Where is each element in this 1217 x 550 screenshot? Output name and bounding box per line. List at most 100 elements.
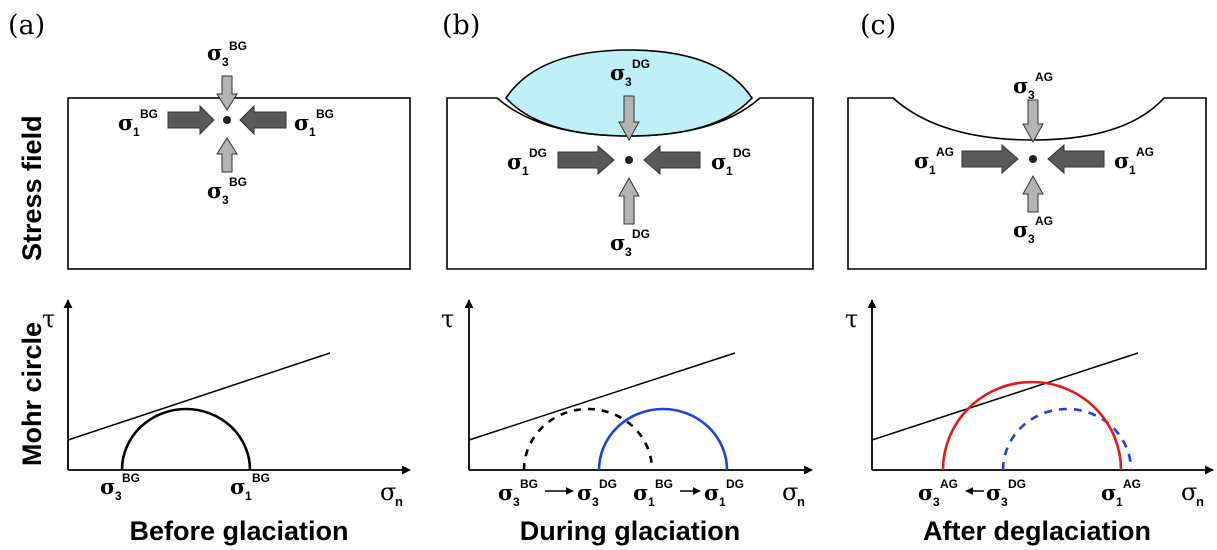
tau-label-a: τ bbox=[42, 305, 55, 333]
svg-text:σ: σ bbox=[704, 480, 719, 505]
svg-text:1: 1 bbox=[1129, 163, 1136, 177]
svg-text:σ: σ bbox=[986, 480, 1001, 505]
sigma-n-label-b: σ n bbox=[782, 478, 805, 509]
svg-text:DG: DG bbox=[632, 57, 650, 71]
svg-text:3: 3 bbox=[222, 193, 229, 207]
label-sigma1-right-c: σ 1 AG bbox=[1114, 145, 1154, 177]
failure-envelope-b bbox=[468, 352, 736, 441]
svg-text:BG: BG bbox=[520, 477, 538, 491]
mohr-plot-a: τ σ n σ 3 BG σ 1 BG bbox=[42, 299, 411, 509]
sigma1-arrow-right-c bbox=[1047, 143, 1105, 175]
sigma3-arrow-bottom-a bbox=[216, 137, 238, 173]
svg-text:1: 1 bbox=[1116, 495, 1123, 509]
svg-text:3: 3 bbox=[1028, 232, 1035, 246]
svg-text:σ: σ bbox=[118, 110, 133, 135]
svg-text:DG: DG bbox=[1008, 477, 1026, 491]
svg-text:BG: BG bbox=[229, 39, 247, 53]
row-label-stress-field: Stress field bbox=[17, 115, 47, 261]
svg-text:3: 3 bbox=[115, 489, 122, 503]
tau-label-b: τ bbox=[441, 305, 454, 333]
label-sigma3-ag-mohr-c: σ 3 AG bbox=[918, 477, 958, 509]
svg-text:AG: AG bbox=[940, 477, 958, 491]
sigma3-arrow-top-c bbox=[1022, 99, 1044, 144]
label-sigma1-left-c: σ 1 AG bbox=[914, 145, 954, 177]
svg-text:σ: σ bbox=[1181, 478, 1197, 506]
svg-text:σ: σ bbox=[918, 480, 933, 505]
label-sigma3-dg-mohr-c: σ 3 DG bbox=[986, 477, 1026, 509]
svg-text:σ: σ bbox=[207, 178, 222, 203]
panel-letter-a: (a) bbox=[8, 10, 45, 41]
svg-text:σ: σ bbox=[1101, 480, 1116, 505]
label-sigma3-top-a: σ 3 BG bbox=[207, 39, 247, 69]
label-sigma1-right-a: σ 1 BG bbox=[294, 107, 334, 139]
svg-text:σ: σ bbox=[498, 480, 513, 505]
label-sigma1-left-b: σ 1 DG bbox=[507, 146, 547, 178]
svg-text:3: 3 bbox=[513, 495, 520, 509]
svg-text:1: 1 bbox=[245, 489, 252, 503]
sigma3-arrow-bottom-b bbox=[618, 176, 640, 225]
svg-text:n: n bbox=[395, 494, 403, 509]
label-sigma3-top-c: σ 3 AG bbox=[1013, 70, 1053, 102]
ice-sheet bbox=[504, 49, 754, 137]
label-sigma1-ag-mohr-c: σ 1 AG bbox=[1101, 477, 1141, 509]
svg-text:σ: σ bbox=[207, 40, 222, 65]
label-sigma1-right-b: σ 1 DG bbox=[711, 146, 751, 178]
stress-point-c bbox=[1029, 155, 1037, 163]
svg-text:AG: AG bbox=[1035, 214, 1053, 228]
tau-label-c: τ bbox=[845, 305, 858, 333]
svg-text:1: 1 bbox=[929, 163, 936, 177]
svg-text:σ: σ bbox=[1013, 217, 1028, 242]
sigma1-arrow-left-b bbox=[557, 144, 615, 176]
svg-text:σ: σ bbox=[230, 474, 245, 499]
failure-envelope-c bbox=[871, 352, 1139, 441]
svg-text:σ: σ bbox=[294, 110, 309, 135]
crust-block-a bbox=[67, 97, 411, 270]
mohr-circle-before bbox=[120, 407, 252, 471]
stress-field-b: σ 3 DG σ 1 DG σ 1 DG σ 3 DG bbox=[446, 49, 814, 270]
svg-text:DG: DG bbox=[632, 227, 650, 241]
label-sigma3-top-b: σ 3 DG bbox=[610, 57, 650, 89]
svg-text:1: 1 bbox=[726, 164, 733, 178]
svg-text:σ: σ bbox=[577, 480, 592, 505]
label-sigma1-left-a: σ 1 BG bbox=[118, 107, 158, 139]
svg-text:3: 3 bbox=[1028, 88, 1035, 102]
svg-text:3: 3 bbox=[625, 75, 632, 89]
label-sigma1-bg-mohr-b: σ 1 BG bbox=[633, 477, 673, 509]
stress-point-a bbox=[223, 116, 231, 124]
stress-point-b bbox=[625, 156, 633, 164]
svg-text:BG: BG bbox=[229, 175, 247, 189]
mohr-circle-during bbox=[597, 407, 729, 471]
svg-text:3: 3 bbox=[1001, 495, 1008, 509]
svg-text:n: n bbox=[797, 494, 805, 509]
svg-text:BG: BG bbox=[122, 471, 140, 485]
svg-text:AG: AG bbox=[936, 145, 954, 159]
svg-text:σ: σ bbox=[1013, 73, 1028, 98]
svg-text:1: 1 bbox=[309, 125, 316, 139]
caption-after-deglaciation: After deglaciation bbox=[923, 516, 1151, 546]
svg-text:1: 1 bbox=[648, 495, 655, 509]
label-sigma3-mohr-a: σ 3 BG bbox=[100, 471, 140, 503]
svg-text:BG: BG bbox=[655, 477, 673, 491]
svg-text:σ: σ bbox=[610, 230, 625, 255]
sigma3-arrow-top-a bbox=[216, 75, 238, 111]
svg-text:σ: σ bbox=[914, 148, 929, 173]
label-sigma3-bottom-b: σ 3 DG bbox=[610, 227, 650, 259]
svg-text:σ: σ bbox=[610, 60, 625, 85]
caption-during-glaciation: During glaciation bbox=[520, 516, 741, 546]
sigma1-arrow-left-a bbox=[167, 104, 215, 136]
sigma3-arrow-bottom-c bbox=[1022, 174, 1044, 213]
svg-text:σ: σ bbox=[380, 478, 396, 506]
sigma-n-label-a: σ n bbox=[380, 478, 403, 509]
row-label-mohr-circle: Mohr circle bbox=[17, 322, 47, 466]
label-sigma1-dg-mohr-b: σ 1 DG bbox=[704, 477, 744, 509]
label-sigma1-mohr-a: σ 1 BG bbox=[230, 471, 270, 503]
svg-text:1: 1 bbox=[522, 164, 529, 178]
sigma1-arrow-right-b bbox=[643, 144, 701, 176]
crust-block-c bbox=[847, 97, 1207, 270]
svg-text:σ: σ bbox=[711, 149, 726, 174]
sigma-n-label-c: σ n bbox=[1181, 478, 1204, 509]
svg-text:1: 1 bbox=[719, 495, 726, 509]
svg-text:3: 3 bbox=[625, 245, 632, 259]
svg-text:1: 1 bbox=[133, 125, 140, 139]
